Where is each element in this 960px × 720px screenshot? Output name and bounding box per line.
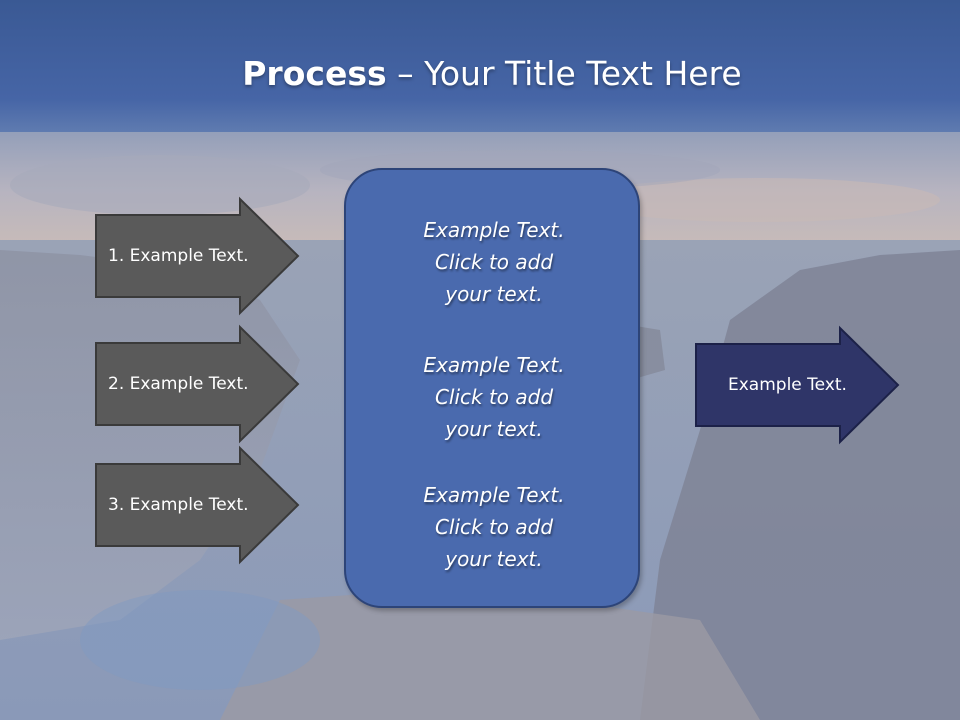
title-bold-part: Process [242, 54, 387, 93]
center-paragraph-3: Example Text. Click to add your text. [346, 479, 642, 575]
left-arrow-1: 1. Example Text. [94, 196, 300, 316]
center-paragraph-1: Example Text. Click to add your text. [346, 214, 642, 310]
arrow-shape [95, 196, 300, 316]
arrow-shape [95, 324, 300, 444]
center-paragraph-2: Example Text. Click to add your text. [346, 349, 642, 445]
paragraph-line: Example Text. [423, 353, 565, 377]
paragraph-line: your text. [445, 282, 543, 306]
paragraph-line: Click to add [434, 250, 554, 274]
right-arrow: Example Text. [694, 325, 900, 445]
left-arrow-3-label: 3. Example Text. [108, 495, 249, 515]
paragraph-line: Click to add [434, 515, 554, 539]
title-rest-part: – Your Title Text Here [386, 54, 742, 93]
left-arrow-3: 3. Example Text. [94, 445, 300, 565]
arrow-shape [695, 325, 900, 445]
paragraph-line: your text. [445, 547, 543, 571]
left-arrow-2-label: 2. Example Text. [108, 374, 249, 394]
left-arrow-2: 2. Example Text. [94, 324, 300, 444]
paragraph-line: Click to add [434, 385, 554, 409]
center-text-box: Example Text. Click to add your text. Ex… [344, 168, 640, 608]
paragraph-line: Example Text. [423, 218, 565, 242]
left-arrow-1-label: 1. Example Text. [108, 246, 249, 266]
slide-title: Process – Your Title Text Here [0, 52, 960, 96]
arrow-shape [95, 445, 300, 565]
right-arrow-label: Example Text. [728, 375, 847, 395]
paragraph-line: your text. [445, 417, 543, 441]
paragraph-line: Example Text. [423, 483, 565, 507]
